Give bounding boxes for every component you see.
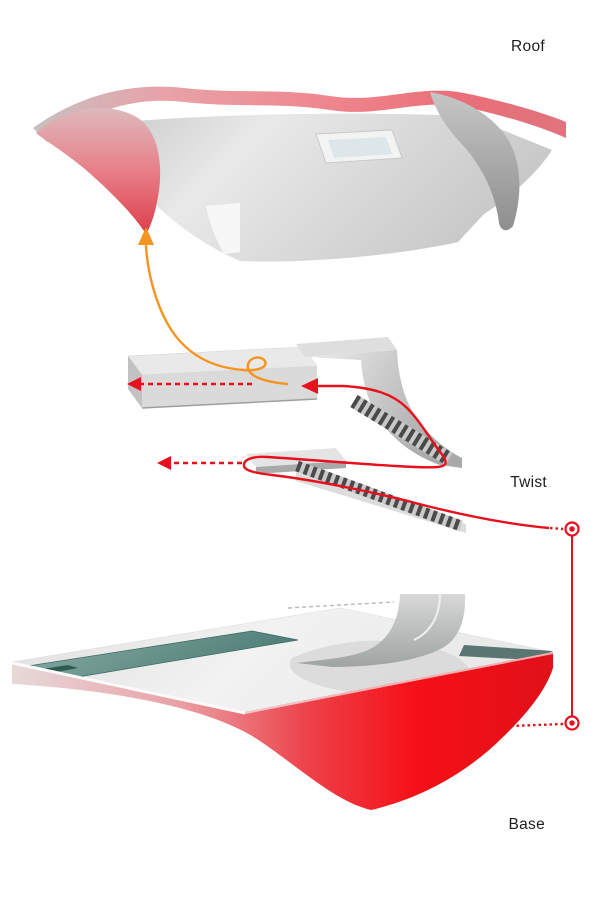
- label-roof: Roof: [511, 38, 545, 55]
- orange-route-line: [144, 240, 289, 386]
- red-arrowhead-left-main-icon: [301, 378, 318, 394]
- base-form: [11, 593, 554, 810]
- label-twist: Twist: [510, 474, 547, 491]
- base-back-teal-strip: [459, 645, 553, 660]
- circulation-red: [127, 377, 580, 731]
- red-dotted-into-base: [485, 722, 564, 729]
- gray-dashed-pointer: [287, 601, 395, 609]
- orange-arrowhead-up-icon: [138, 227, 154, 245]
- twist-slab-shadow-line: [141, 398, 318, 409]
- roof-top-ribbon: [33, 86, 566, 142]
- twist-tower-rim: [296, 337, 397, 357]
- label-base: Base: [508, 816, 545, 833]
- roof-skylight-inner: [328, 137, 392, 158]
- connector-node-top-dot: [569, 526, 575, 532]
- base-front-edge-highlight: [11, 661, 246, 715]
- roof-step-notch: [206, 203, 240, 254]
- twist-slab-front: [142, 366, 317, 408]
- base-funnel: [297, 594, 465, 667]
- twist-stair-lower-treads: [295, 460, 463, 532]
- red-arrowhead-left-upper-icon: [127, 377, 141, 391]
- roof-right-fin: [430, 92, 520, 231]
- red-route-line: [242, 384, 550, 530]
- red-dotted-to-top-node: [549, 526, 564, 531]
- roof-left-red-face: [36, 107, 161, 234]
- base-right-edge-highlight: [244, 652, 554, 714]
- base-funnel-highlight: [413, 593, 441, 641]
- twist-form: [127, 337, 466, 533]
- twist-shelf-top: [246, 448, 346, 467]
- connector-node-bottom-dot: [569, 720, 575, 726]
- roof-form: [33, 86, 566, 262]
- red-arrowhead-left-lower-icon: [157, 456, 171, 470]
- roof-underside: [62, 113, 552, 262]
- circulation-orange: [138, 227, 289, 386]
- twist-stair-upper-treads: [350, 395, 453, 465]
